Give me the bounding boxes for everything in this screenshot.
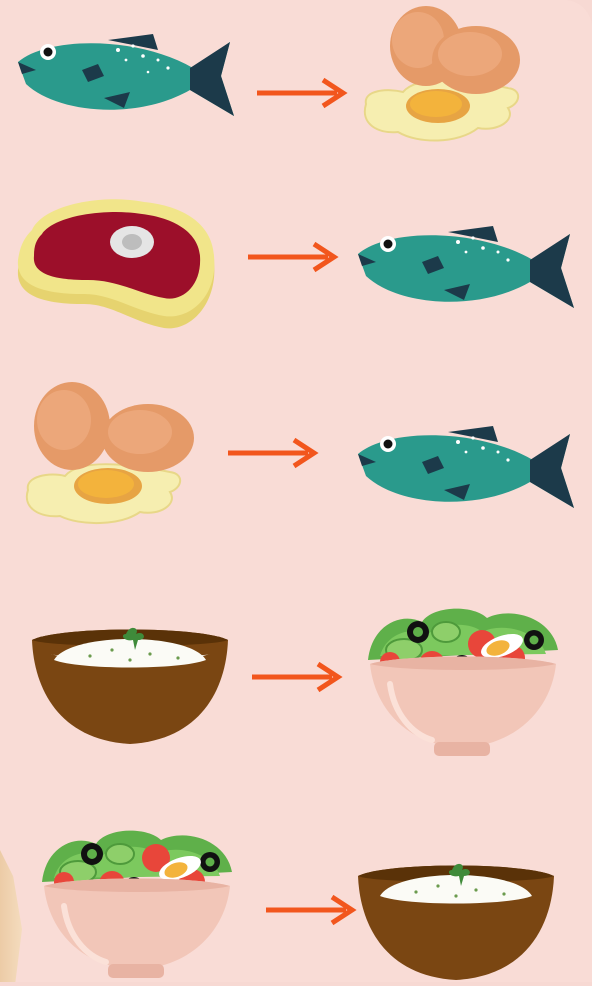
eggs-icon (20, 380, 190, 525)
arrow-right-icon (248, 242, 338, 272)
arrow-right-icon (266, 895, 356, 925)
arrow-right-icon (228, 438, 318, 468)
fish-icon (358, 220, 578, 320)
salad-bowl-icon (36, 826, 236, 982)
arrow-right-icon (257, 78, 347, 108)
fish-icon (358, 420, 578, 520)
rice-bowl-icon (30, 620, 230, 750)
salad-bowl-icon (362, 604, 562, 760)
eggs-icon (358, 4, 528, 149)
rice-bowl-icon (356, 856, 556, 986)
steak-icon (14, 200, 220, 334)
fish-icon (18, 28, 238, 128)
arrow-right-icon (252, 662, 342, 692)
